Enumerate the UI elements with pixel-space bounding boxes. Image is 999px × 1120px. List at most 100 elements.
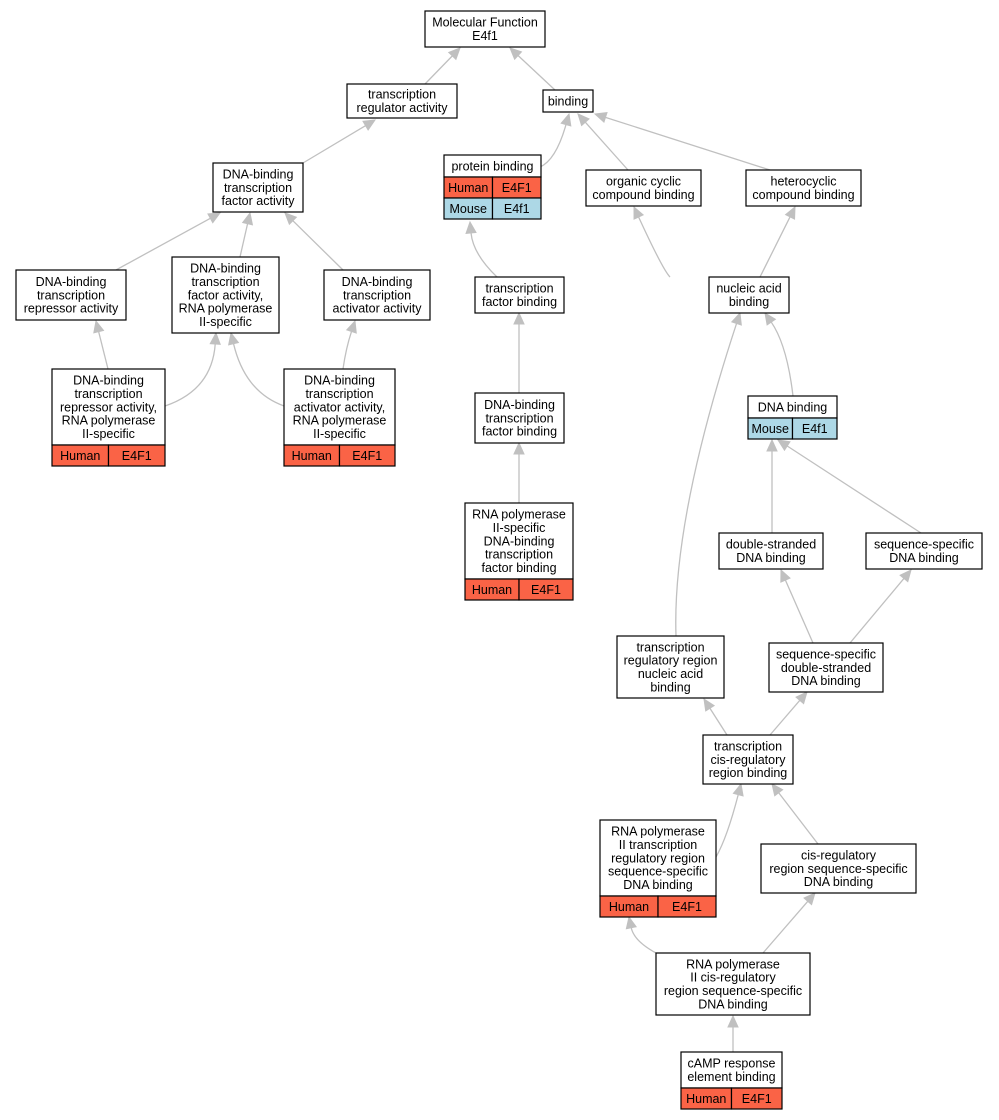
edges-layer	[93, 47, 922, 1052]
edge-19	[675, 323, 738, 637]
node-label-line: compound binding	[752, 188, 854, 202]
node-label-line: factor activity	[222, 194, 296, 208]
edge-23	[849, 578, 905, 644]
edge-arrowhead-6	[207, 212, 222, 224]
node-label-line: transcription	[224, 181, 292, 195]
node-label-line: RNA polymerase	[293, 414, 387, 428]
node-label-line: DNA-binding	[73, 374, 144, 388]
node-label-line: transcription	[74, 387, 142, 401]
go-term-node-rpdbtfb[interactable]: RNA polymeraseII-specificDNA-bindingtran…	[464, 502, 574, 601]
node-label-line: DNA binding	[736, 551, 806, 565]
edge-2	[302, 125, 366, 164]
node-box	[424, 10, 546, 48]
node-label-line: nucleic acid	[638, 667, 703, 681]
edge-29	[762, 900, 809, 954]
edge-arrowhead-20	[766, 438, 778, 452]
annotation-gene-label: E4F1	[672, 900, 702, 914]
node-label-line: II cis-regulatory	[690, 971, 776, 985]
edge-arrowhead-23	[899, 569, 912, 583]
node-label-line: II-specific	[199, 315, 252, 329]
node-label-line: organic cyclic	[606, 175, 681, 189]
edge-arrowhead-29	[803, 892, 816, 906]
annotation-species-label: Human	[448, 181, 488, 195]
node-label-line: II-specific	[313, 427, 366, 441]
node-label-line: transcription	[368, 88, 436, 102]
node-label-line: transcription	[485, 282, 553, 296]
edge-arrowhead-21	[776, 439, 791, 452]
edge-arrowhead-10	[209, 331, 221, 345]
node-label-line: DNA binding	[889, 551, 959, 565]
edge-arrowhead-28	[625, 915, 638, 930]
node-box	[616, 635, 725, 699]
node-label-line: transcription	[343, 288, 411, 302]
node-label-line: RNA polymerase	[686, 957, 780, 971]
node-box	[585, 169, 702, 207]
edge-arrowhead-30	[727, 1014, 739, 1028]
node-label-line: transcription	[305, 387, 373, 401]
node-box	[760, 843, 917, 894]
edge-arrowhead-8	[284, 212, 298, 226]
edge-arrowhead-12	[345, 319, 357, 334]
edge-24	[709, 707, 728, 736]
node-label-line: activator activity,	[294, 400, 385, 414]
node-box	[212, 162, 304, 213]
edge-10	[164, 343, 216, 407]
node-label-line: sequence-specific	[608, 865, 708, 879]
node-label-line: double-stranded	[781, 661, 871, 675]
edge-arrowhead-25	[795, 691, 808, 705]
node-label-line: DNA-binding	[190, 262, 261, 276]
node-label-line: binding	[548, 94, 588, 108]
node-label-line: DNA binding	[698, 997, 768, 1011]
edge-arrowhead-1	[509, 47, 523, 61]
node-label-line: E4f1	[472, 29, 498, 43]
node-label-line: DNA-binding	[342, 275, 413, 289]
annotation-gene-cell	[730, 1087, 783, 1110]
edge-21	[786, 445, 922, 534]
edge-arrowhead-0	[447, 47, 461, 61]
node-label-line: RNA polymerase	[472, 508, 566, 522]
node-box	[708, 276, 790, 314]
node-label-line: regulator activity	[356, 101, 448, 115]
go-term-node-binding[interactable]: binding	[542, 89, 594, 113]
edge-arrowhead-26	[732, 782, 744, 797]
node-label-line: binding	[650, 680, 690, 694]
node-label-line: sequence-specific	[874, 538, 974, 552]
node-box	[655, 952, 811, 1016]
edge-4	[584, 121, 629, 171]
edge-arrowhead-18	[764, 312, 777, 326]
edge-arrowhead-3	[560, 112, 572, 127]
edge-27	[778, 792, 819, 845]
node-label-line: transcription	[714, 740, 782, 754]
node-box	[15, 269, 127, 321]
node-label-line: factor activity,	[188, 288, 263, 302]
annotation-gene-cell	[657, 895, 717, 918]
node-box	[702, 734, 794, 785]
edge-25	[769, 699, 801, 736]
node-box	[346, 83, 458, 119]
node-label-line: transcription	[485, 411, 553, 425]
